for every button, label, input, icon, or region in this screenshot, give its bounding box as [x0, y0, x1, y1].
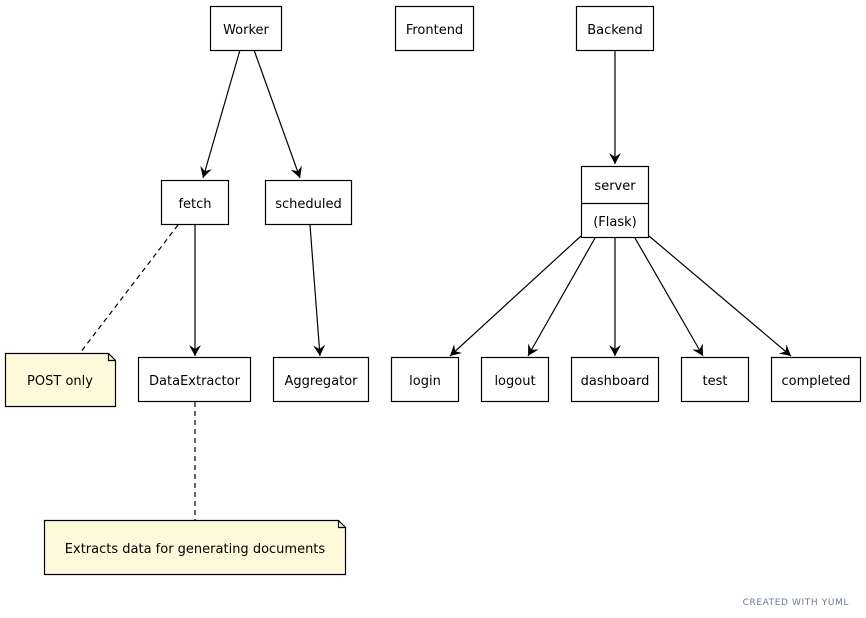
node-frontend: Frontend	[394, 5, 475, 52]
note-extracts: Extracts data for generating documents	[43, 519, 347, 576]
note-post-only: POST only	[4, 352, 117, 408]
node-login-label: login	[409, 374, 441, 389]
node-frontend-label: Frontend	[406, 23, 463, 38]
edge-server-completed	[648, 235, 792, 357]
node-completed-label: completed	[782, 374, 851, 389]
note-extracts-text: Extracts data for generating documents	[65, 542, 326, 557]
node-fetch: fetch	[160, 179, 230, 226]
edge-scheduled-aggregator	[309, 224, 326, 357]
edge-server-logout	[527, 237, 596, 357]
node-dataextractor: DataExtractor	[137, 356, 252, 403]
node-aggregator: Aggregator	[272, 356, 370, 403]
node-logout: logout	[480, 356, 550, 403]
node-backend-label: Backend	[587, 23, 643, 38]
node-aggregator-label: Aggregator	[284, 374, 358, 389]
node-dataextractor-label: DataExtractor	[149, 374, 241, 389]
node-worker-label: Worker	[223, 23, 269, 38]
node-fetch-label: fetch	[178, 197, 211, 212]
edge-server-test	[634, 237, 704, 357]
edge-fetch-note	[79, 224, 179, 354]
node-worker: Worker	[209, 5, 283, 52]
node-scheduled: scheduled	[264, 179, 353, 226]
note-post-only-text: POST only	[27, 374, 93, 389]
edges	[79, 49, 792, 520]
node-dashboard: dashboard	[570, 356, 660, 403]
footer-credit: CREATED WITH YUML	[743, 598, 849, 608]
edge-server-login	[449, 235, 582, 357]
node-test-label: test	[703, 374, 728, 389]
node-dashboard-label: dashboard	[581, 374, 650, 389]
node-backend: Backend	[575, 5, 655, 52]
node-scheduled-label: scheduled	[275, 197, 342, 212]
node-login: login	[390, 356, 460, 403]
node-server: server (Flask)	[580, 165, 650, 239]
node-server-name: server	[594, 179, 636, 194]
node-logout-label: logout	[494, 374, 535, 389]
node-server-detail: (Flask)	[593, 215, 637, 230]
node-completed: completed	[770, 356, 862, 403]
node-test: test	[680, 356, 750, 403]
edge-worker-fetch	[200, 49, 241, 179]
edge-worker-scheduled	[253, 49, 302, 179]
